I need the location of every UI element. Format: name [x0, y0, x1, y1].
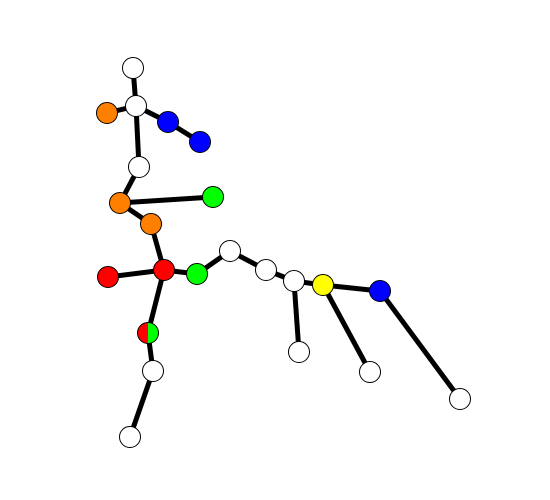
node-n17-circle: [369, 280, 391, 302]
node-n16-circle: [312, 274, 334, 296]
edge-n22-n23: [127, 368, 156, 440]
node-n4-circle: [157, 111, 179, 133]
node-n1: [122, 57, 144, 79]
node-n1-circle: [122, 57, 144, 79]
node-n13-circle: [219, 240, 241, 262]
node-n7-circle: [109, 192, 131, 214]
node-n20: [449, 388, 471, 410]
node-n9: [140, 213, 162, 235]
node-n14: [255, 259, 277, 281]
node-n21: [137, 322, 159, 344]
node-n15: [283, 270, 305, 292]
node-n23: [119, 426, 141, 448]
node-n12: [186, 263, 208, 285]
node-n19: [359, 361, 381, 383]
node-n19-circle: [359, 361, 381, 383]
node-n18-circle: [288, 341, 310, 363]
node-n5-circle: [189, 131, 211, 153]
node-n21-left-half: [137, 322, 148, 344]
node-n3: [96, 102, 118, 124]
node-n18: [288, 341, 310, 363]
node-n15-circle: [283, 270, 305, 292]
node-n16: [312, 274, 334, 296]
node-n5: [189, 131, 211, 153]
node-n6: [128, 156, 150, 178]
node-n3-circle: [96, 102, 118, 124]
node-n2-circle: [125, 95, 147, 117]
node-n8-circle: [202, 186, 224, 208]
node-n8: [202, 186, 224, 208]
node-n22: [142, 360, 164, 382]
edge-n16-n19: [320, 282, 373, 375]
edge-n7-n8: [117, 194, 216, 206]
node-n9-circle: [140, 213, 162, 235]
node-n11: [97, 266, 119, 288]
node-n2: [125, 95, 147, 117]
node-n22-circle: [142, 360, 164, 382]
node-n10: [153, 259, 175, 281]
node-n14-circle: [255, 259, 277, 281]
node-n13: [219, 240, 241, 262]
node-n20-circle: [449, 388, 471, 410]
edge-n15-n18: [291, 278, 302, 355]
node-n4: [157, 111, 179, 133]
node-n11-circle: [97, 266, 119, 288]
node-n7: [109, 192, 131, 214]
node-n10-circle: [153, 259, 175, 281]
node-n17: [369, 280, 391, 302]
node-n23-circle: [119, 426, 141, 448]
edge-n17-n20: [377, 288, 463, 402]
node-n21-right-half: [148, 322, 159, 344]
node-n12-circle: [186, 263, 208, 285]
node-n21-outline: [137, 322, 159, 344]
graph-nodes: [96, 57, 471, 448]
node-n6-circle: [128, 156, 150, 178]
